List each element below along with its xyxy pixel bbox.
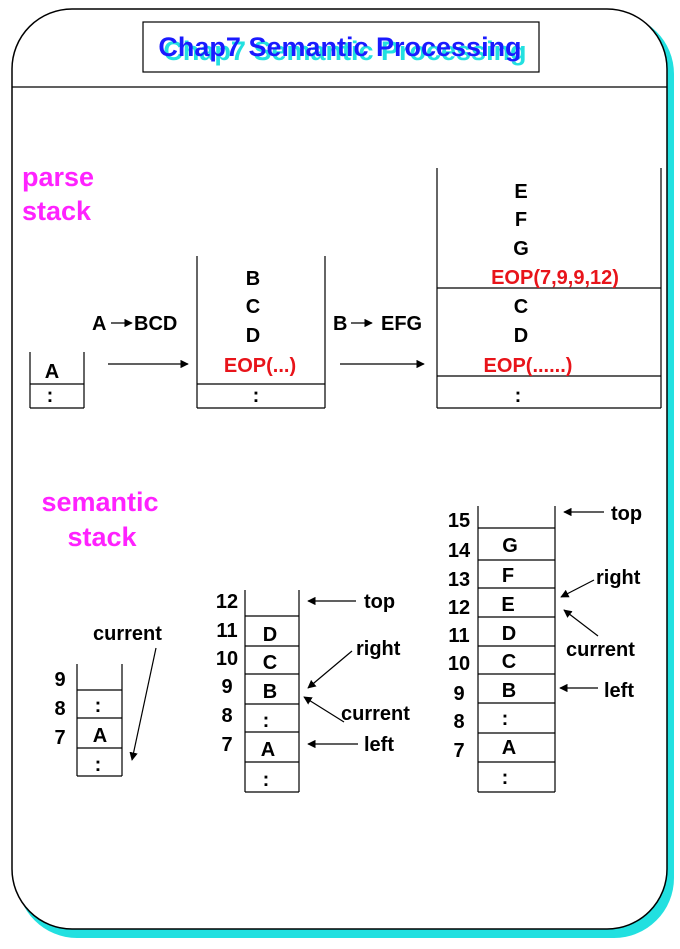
semantic-heading-line1: semantic [41, 487, 158, 517]
semantic-stack-3-index: 14 [448, 540, 471, 562]
parse-stack-3-cell: F [515, 209, 527, 231]
semantic-stack-3: G F E D C B : A : 15 14 13 12 11 10 9 8 … [448, 503, 642, 793]
parse-stack-2-cell: D [246, 325, 260, 347]
semantic-stack-3-index: 8 [453, 711, 464, 733]
parse-stack-2-cell: : [253, 385, 260, 407]
semantic-stack-2: D C B : A : 12 11 10 9 8 7 top right cur… [216, 590, 410, 793]
semantic-stack-1-cell: : [95, 754, 102, 776]
parse-stack-2: B C D EOP(...) : [196, 256, 326, 409]
parse-stack-1: A : [29, 352, 85, 409]
semantic-stack-1-index: 8 [54, 698, 65, 720]
semantic-stack-3-index: 10 [448, 653, 470, 675]
current-pointer-arrow-icon [563, 609, 599, 637]
semantic-stack-2-index: 11 [216, 620, 237, 642]
semantic-stack-3-cell: G [502, 535, 518, 557]
parse-stack-3-eop: EOP(7,9,9,12) [491, 267, 619, 289]
parse-stack-1-cell: A [45, 361, 59, 383]
parse-stack-3-cell: C [514, 296, 528, 318]
production-2-rhs: EFG [381, 313, 422, 335]
semantic-stack-2-index: 7 [221, 734, 232, 756]
page-title: Chap7 Semantic Processing [158, 32, 521, 62]
semantic-stack-3-index: 15 [448, 510, 470, 532]
production-b-efg: B EFG [333, 313, 422, 335]
semantic-stack-2-cell: A [261, 739, 275, 761]
semantic-stack-3-index: 12 [448, 597, 470, 619]
semantic-stack-3-top-label: top [611, 503, 642, 525]
semantic-stack-1-index: 9 [54, 669, 65, 691]
semantic-stack-2-top-label: top [364, 591, 395, 613]
parse-stack-2-cell: C [246, 296, 260, 318]
semantic-stack-3-index: 11 [448, 625, 469, 647]
semantic-stack-2-right-label: right [356, 638, 401, 660]
title-box [142, 21, 540, 73]
semantic-stack-2-cell: : [263, 710, 270, 732]
semantic-stack-3-cell: A [502, 737, 516, 759]
semantic-stack-2-left-label: left [364, 734, 394, 756]
semantic-heading-line2: stack [67, 522, 137, 552]
semantic-stack-3-cell: F [502, 565, 514, 587]
semantic-stack-3-current-label: current [566, 639, 635, 661]
parse-stack-3-eop: EOP(......) [484, 355, 573, 377]
semantic-stack-3-index: 7 [453, 740, 464, 762]
semantic-stack-3-cell: C [502, 651, 516, 673]
semantic-stack-1-cell: : [95, 695, 102, 717]
parse-heading-line2: stack [22, 196, 92, 226]
semantic-stack-3-cell: E [501, 594, 514, 616]
semantic-stack-3-index: 13 [448, 569, 470, 591]
semantic-stack-1-cell: A [93, 725, 107, 747]
semantic-stack-3-index: 9 [453, 683, 464, 705]
semantic-stack-3-left-label: left [604, 680, 634, 702]
semantic-stack-1-current-label: current [93, 623, 162, 645]
parse-heading-line1: parse [22, 162, 94, 192]
semantic-stack-2-index: 9 [221, 676, 232, 698]
parse-stack-2-eop: EOP(...) [224, 355, 296, 377]
production-2-lhs: B [333, 313, 347, 335]
production-1-lhs: A [92, 313, 106, 335]
semantic-stack-2-cell: C [263, 652, 277, 674]
semantic-stack-1-index: 7 [54, 727, 65, 749]
semantic-stack-2-index: 12 [216, 591, 238, 613]
production-1-rhs: BCD [134, 313, 177, 335]
semantic-stack-2-index: 8 [221, 705, 232, 727]
semantic-stack-2-cell: : [263, 769, 270, 791]
production-a-bcd: A BCD [92, 313, 177, 335]
current-pointer-arrow-icon [303, 696, 345, 723]
parse-stack-3-cell: D [514, 325, 528, 347]
semantic-stack-1: : A : 9 8 7 current [54, 623, 162, 777]
parse-stack-2-cell: B [246, 268, 260, 290]
semantic-stack-2-cell: D [263, 624, 277, 646]
semantic-stack-2-current-label: current [341, 703, 410, 725]
right-pointer-arrow-icon [560, 579, 595, 598]
parse-stack-3: E F G EOP(7,9,9,12) C D EOP(......) : [436, 168, 662, 409]
semantic-stack-3-right-label: right [596, 567, 641, 589]
semantic-stack-3-cell: : [502, 708, 509, 730]
page-title-shadow: Chap7 Semantic Processing [163, 36, 526, 66]
semantic-stack-3-cell: B [502, 680, 516, 702]
parse-stack-3-cell: G [513, 238, 529, 260]
parse-stack-1-cell: : [47, 385, 54, 407]
parse-stack-3-cell: E [514, 181, 527, 203]
semantic-stack-2-index: 10 [216, 648, 238, 670]
semantic-stack-3-cell: D [502, 623, 516, 645]
right-pointer-arrow-icon [307, 650, 353, 689]
current-pointer-arrow-icon [129, 647, 157, 761]
semantic-stack-3-cell: : [502, 767, 509, 789]
semantic-stack-2-cell: B [263, 681, 277, 703]
slide-frame [11, 8, 668, 930]
parse-stack-3-cell: : [515, 385, 522, 407]
